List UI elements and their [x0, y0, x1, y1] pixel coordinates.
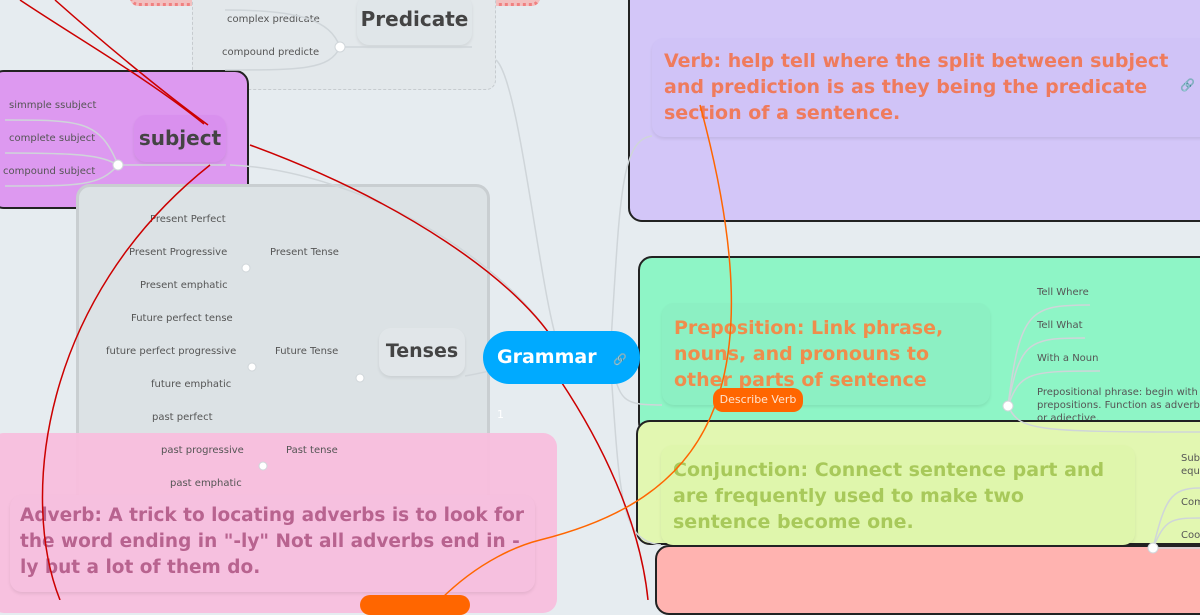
conjunction-item[interactable]: Subo equa [1181, 453, 1200, 477]
connections-layer [4, 0, 1200, 600]
predicate-item[interactable]: compound predicte [222, 47, 320, 58]
preposition-item[interactable]: Tell What [1037, 320, 1083, 331]
describe-verb-relationship [439, 104, 733, 600]
preposition-item[interactable]: With a Noun [1037, 353, 1099, 364]
central-topic-grammar[interactable]: Grammar 🔗 1 [483, 331, 640, 421]
branch-nodes [112, 41, 1159, 554]
tense-group[interactable]: Future Tense [275, 346, 339, 357]
central-title: Grammar [497, 346, 597, 368]
tense-item[interactable]: Present Progressive [129, 247, 228, 258]
preposition-item[interactable]: Prepositional phrase: begin with preposi… [1037, 387, 1200, 424]
tense-item[interactable]: Present Perfect [150, 214, 226, 225]
tense-group[interactable]: Past tense [286, 445, 338, 456]
predicate-item[interactable]: complex predicate [227, 14, 320, 25]
tense-item[interactable]: future emphatic [151, 379, 232, 390]
tense-item[interactable]: past perfect [152, 412, 213, 423]
predicate-node[interactable]: Predicate [357, 0, 472, 45]
tense-item[interactable]: Present emphatic [140, 280, 228, 291]
preposition-node[interactable]: Preposition: Link phrase, nouns, and pro… [662, 303, 990, 405]
subject-item[interactable]: complete subject [9, 133, 96, 144]
branch-lines [4, 9, 1200, 549]
subject-node[interactable]: subject [134, 115, 226, 162]
conjunction-item[interactable]: Coo [1181, 530, 1200, 541]
relationship-lines [19, 0, 649, 600]
describe-verb-label[interactable]: Describe Verb [713, 388, 803, 412]
verb-node[interactable]: Verb: help tell where the split between … [652, 38, 1200, 137]
conjunction-node[interactable]: Conjunction: Connect sentence part and a… [661, 445, 1135, 545]
tense-item[interactable]: past emphatic [170, 478, 242, 489]
preposition-item[interactable]: Tell Where [1037, 287, 1089, 298]
link-icon[interactable]: 🔗 [613, 353, 627, 366]
subject-item[interactable]: compound subject [3, 166, 96, 177]
conjunction-item[interactable]: Com [1181, 497, 1200, 508]
adverb-node[interactable]: Adverb: A trick to locating adverbs is t… [10, 495, 535, 592]
subject-item[interactable]: simmple ssubject [9, 100, 97, 111]
tense-group[interactable]: Present Tense [270, 247, 339, 258]
link-icon[interactable]: 🔗 [1180, 78, 1195, 92]
link-count: 1 [497, 408, 504, 421]
tense-item[interactable]: past progressive [161, 445, 244, 456]
tense-item[interactable]: future perfect progressive [106, 346, 237, 357]
tense-item[interactable]: Future perfect tense [131, 313, 233, 324]
tenses-node[interactable]: Tenses [379, 328, 465, 376]
